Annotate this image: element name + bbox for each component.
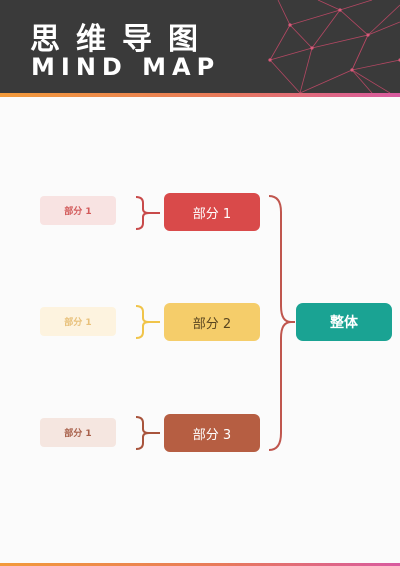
footer-accent-bar: [0, 563, 400, 566]
bracket-part-1: [135, 196, 160, 230]
bracket-part-3: [135, 416, 160, 450]
sub-node-3: 部分 1: [40, 418, 116, 447]
geometric-network-decoration: [268, 0, 400, 93]
sub-node-2: 部分 1: [40, 307, 116, 336]
header-accent-bar: [0, 93, 400, 97]
part-node-3: 部分 3: [164, 414, 260, 452]
bracket-root: [268, 195, 295, 451]
page-title: 思维导图: [30, 22, 214, 57]
root-node: 整体: [296, 303, 392, 341]
sub-node-1: 部分 1: [40, 196, 116, 225]
part-node-label: 部分 2: [192, 316, 232, 332]
sub-node-label: 部分 1: [64, 207, 92, 217]
part-node-1: 部分 1: [164, 193, 260, 231]
part-node-2: 部分 2: [164, 303, 260, 341]
bracket-part-2: [135, 305, 160, 339]
header-banner: 思维导图 MIND MAP: [0, 0, 400, 93]
root-node-label: 整体: [330, 315, 358, 331]
sub-node-label: 部分 1: [64, 318, 92, 328]
part-node-label: 部分 1: [192, 206, 232, 222]
page-subtitle: MIND MAP: [31, 53, 221, 81]
part-node-label: 部分 3: [192, 427, 232, 443]
sub-node-label: 部分 1: [64, 429, 92, 439]
